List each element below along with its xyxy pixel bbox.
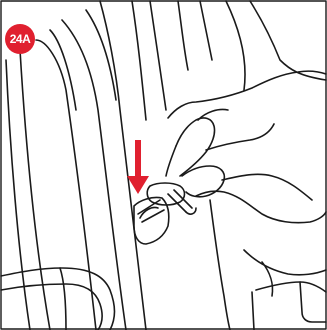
hand	[166, 71, 326, 223]
seat-shell	[6, 1, 212, 330]
push-arrow	[127, 140, 149, 194]
step-badge: 24A	[5, 24, 35, 54]
latch-tongue	[147, 183, 196, 214]
strap-lower	[1, 268, 115, 330]
push-arrow-shaft	[135, 140, 141, 178]
sleeve	[210, 200, 326, 330]
seat-edge	[226, 1, 245, 90]
